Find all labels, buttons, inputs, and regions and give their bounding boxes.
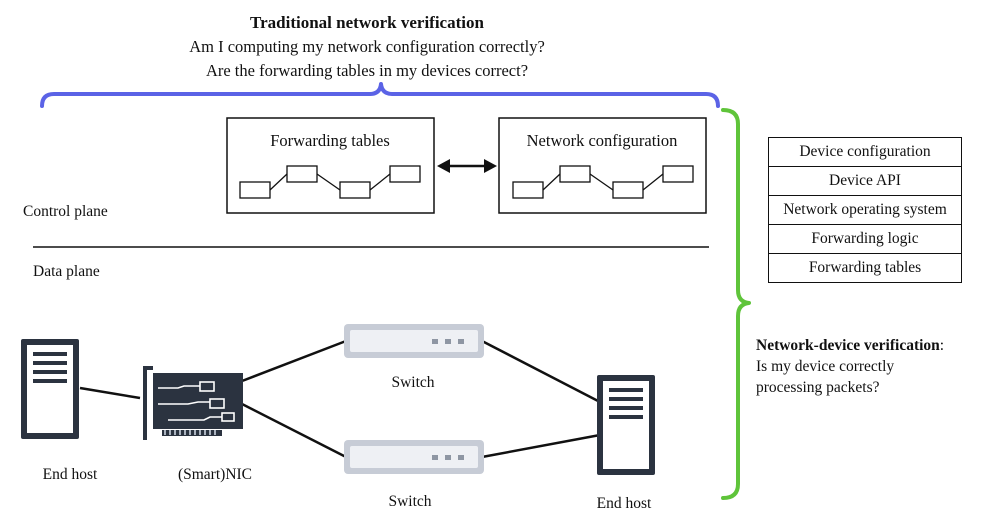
- stack-row-device-api: Device API: [768, 166, 962, 195]
- stack-row-network-os: Network operating system: [768, 195, 962, 224]
- stack-row-forwarding-logic: Forwarding logic: [768, 224, 962, 253]
- stack-row-device-configuration: Device configuration: [768, 137, 962, 166]
- switch-icon-top: [344, 324, 484, 358]
- forwarding-tables-label: Forwarding tables: [270, 131, 390, 150]
- switch-icon-bottom: [344, 440, 484, 474]
- device-stack: Device configuration Device API Network …: [768, 137, 962, 283]
- forwarding-tables-chain-icon: [239, 165, 421, 199]
- end-host-right-label: End host: [597, 495, 652, 512]
- device-verification-text: Network-device verification: Is my devic…: [756, 335, 944, 398]
- control-plane-label: Control plane: [23, 203, 108, 220]
- bidirectional-arrow-icon: [437, 159, 497, 173]
- data-plane-label: Data plane: [33, 263, 100, 280]
- network-links: [79, 339, 601, 459]
- server-icon-right: [597, 375, 655, 475]
- nic-icon: [143, 366, 243, 440]
- traditional-question-2: Are the forwarding tables in my devices …: [206, 61, 528, 80]
- traditional-question-1: Am I computing my network configuration …: [189, 37, 545, 56]
- network-configuration-box: Network configuration: [498, 117, 707, 214]
- end-host-left-label: End host: [43, 466, 98, 483]
- device-verification-colon: :: [939, 337, 945, 354]
- switch-bottom-label: Switch: [388, 493, 431, 510]
- forwarding-tables-box: Forwarding tables: [226, 117, 435, 214]
- device-verification-brace: [721, 108, 751, 500]
- device-verification-line-2: processing packets?: [756, 379, 880, 396]
- traditional-brace: [40, 82, 720, 108]
- device-verification-line-1: Is my device correctly: [756, 358, 895, 375]
- network-configuration-chain-icon: [512, 165, 694, 199]
- network-configuration-label: Network configuration: [527, 131, 678, 150]
- server-icon-left: [21, 339, 79, 439]
- stack-row-forwarding-tables: Forwarding tables: [768, 253, 962, 283]
- switch-top-label: Switch: [391, 374, 434, 391]
- nic-label: (Smart)NIC: [178, 466, 252, 483]
- traditional-title: Traditional network verification: [250, 13, 484, 32]
- device-verification-title: Network-device verification: [756, 337, 940, 354]
